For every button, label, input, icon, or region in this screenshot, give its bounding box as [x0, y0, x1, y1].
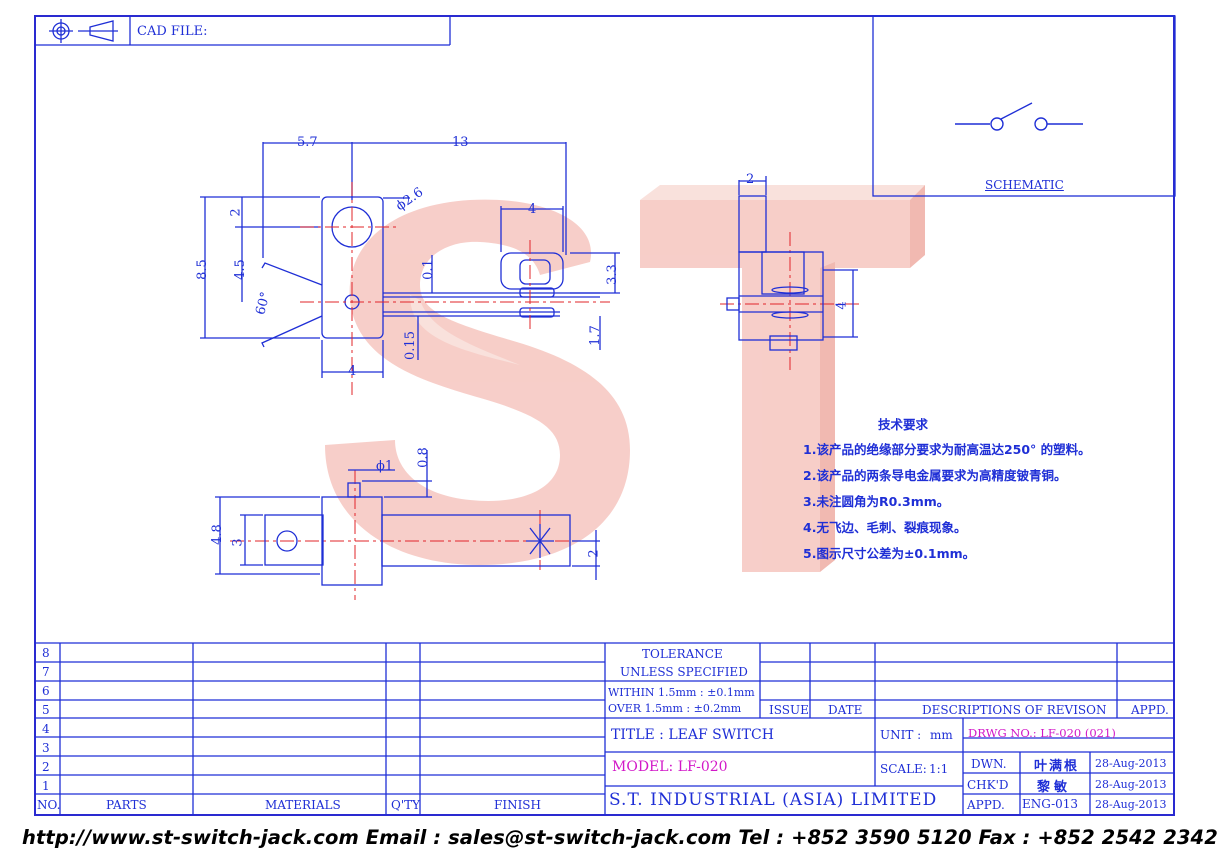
tolerance-subtitle: UNLESS SPECIFIED — [620, 665, 748, 679]
row-number: 3 — [42, 741, 50, 755]
row-number: 5 — [42, 703, 50, 717]
chkd-label: CHK'D — [967, 778, 1009, 792]
dim-4-8: 4.8 — [209, 524, 225, 545]
dim-2-right: 2 — [586, 549, 602, 558]
dim-4-mid: 4 — [528, 202, 537, 217]
dim-3: 3 — [230, 538, 246, 547]
bottom-view-drawing — [215, 450, 600, 586]
note-item: 4.无飞边、毛刺、裂痕现象。 — [803, 520, 967, 535]
tolerance-title: TOLERANCE — [642, 647, 723, 661]
row-number: 6 — [42, 684, 50, 698]
dim-0-1: 0.1 — [420, 259, 436, 280]
note-item: 5.图示尺寸公差为±0.1mm。 — [803, 546, 976, 561]
revision-date: DATE — [828, 703, 863, 717]
schematic-label: SCHEMATIC — [985, 178, 1064, 192]
dim-0-15: 0.15 — [402, 331, 418, 360]
header-materials: MATERIALS — [265, 798, 341, 812]
chkd-name: 黎敏 — [1037, 780, 1072, 795]
header-qty: Q'TY — [391, 798, 421, 812]
note-item: 3.未注圆角为R0.3mm。 — [803, 494, 950, 509]
scale-label: SCALE: — [880, 762, 927, 776]
note-item: 1.该产品的绝缘部分要求为耐高温达250° 的塑料。 — [803, 442, 1091, 457]
revision-issue: ISSUE — [769, 703, 809, 717]
drawing-title: TITLE : LEAF SWITCH — [611, 727, 774, 743]
company-name: S.T. INDUSTRIAL (ASIA) LIMITED — [609, 790, 938, 810]
dim-4-side: 4 — [834, 301, 850, 310]
row-number: 2 — [42, 760, 50, 774]
dim-3-3: 3.3 — [604, 264, 620, 285]
scale-value: 1:1 — [929, 762, 949, 776]
model-number: MODEL: LF-020 — [612, 759, 728, 775]
contact-footer: http://www.st-switch-jack.com Email : sa… — [22, 826, 1218, 849]
dim-13: 13 — [452, 135, 469, 150]
revision-descriptions: DESCRIPTIONS OF REVISON — [922, 703, 1107, 717]
header-no: NO. — [37, 798, 61, 812]
appd-date: 28-Aug-2013 — [1095, 798, 1167, 811]
technical-requirements: 技术要求 1.该产品的绝缘部分要求为耐高温达250° 的塑料。 2.该产品的两条… — [803, 414, 1091, 569]
row-number: 8 — [42, 646, 50, 660]
dwn-label: DWN. — [971, 757, 1007, 771]
revision-appd: APPD. — [1131, 703, 1169, 717]
drawing-number: DRWG NO.: LF-020 (021) — [968, 726, 1116, 740]
tolerance-within: WITHIN 1.5mm : ±0.1mm — [608, 686, 755, 699]
appd-label: APPD. — [967, 798, 1005, 812]
appd-name: ENG-013 — [1022, 797, 1079, 811]
tolerance-over: OVER 1.5mm : ±0.2mm — [608, 702, 742, 715]
row-number: 7 — [42, 665, 50, 679]
dim-0-8: 0.8 — [415, 447, 431, 468]
dim-4-bottom: 4 — [348, 364, 357, 379]
watermark-st-logo — [325, 185, 925, 572]
header-finish: FINISH — [494, 798, 541, 812]
switch-schematic-symbol — [955, 102, 1083, 131]
dim-4-5: 4.5 — [232, 259, 248, 280]
notes-title: 技术要求 — [877, 417, 928, 432]
unit-value: mm — [930, 728, 953, 742]
dim-phi-1: ϕ1 — [376, 459, 394, 474]
note-item: 2.该产品的两条导电金属要求为高精度铍青铜。 — [803, 468, 1067, 483]
header-parts: PARTS — [106, 798, 147, 812]
chkd-date: 28-Aug-2013 — [1095, 778, 1167, 791]
dim-1-7: 1.7 — [587, 325, 603, 346]
cad-file-label: CAD FILE: — [137, 24, 208, 39]
dwn-name: 叶满根 — [1034, 759, 1080, 774]
side-view-drawing — [726, 176, 858, 351]
projection-symbol-icon — [49, 19, 118, 43]
dim-2-top: 2 — [228, 208, 244, 217]
title-block-grid — [35, 15, 1176, 815]
dim-2-side: 2 — [746, 172, 755, 187]
dim-5-7: 5.7 — [297, 135, 318, 150]
top-view-drawing — [200, 142, 620, 378]
dwn-date: 28-Aug-2013 — [1095, 757, 1167, 770]
row-number: 4 — [42, 722, 50, 736]
dim-8-5: 8.5 — [194, 259, 210, 280]
unit-label: UNIT : — [880, 728, 922, 742]
row-number: 1 — [42, 779, 50, 793]
